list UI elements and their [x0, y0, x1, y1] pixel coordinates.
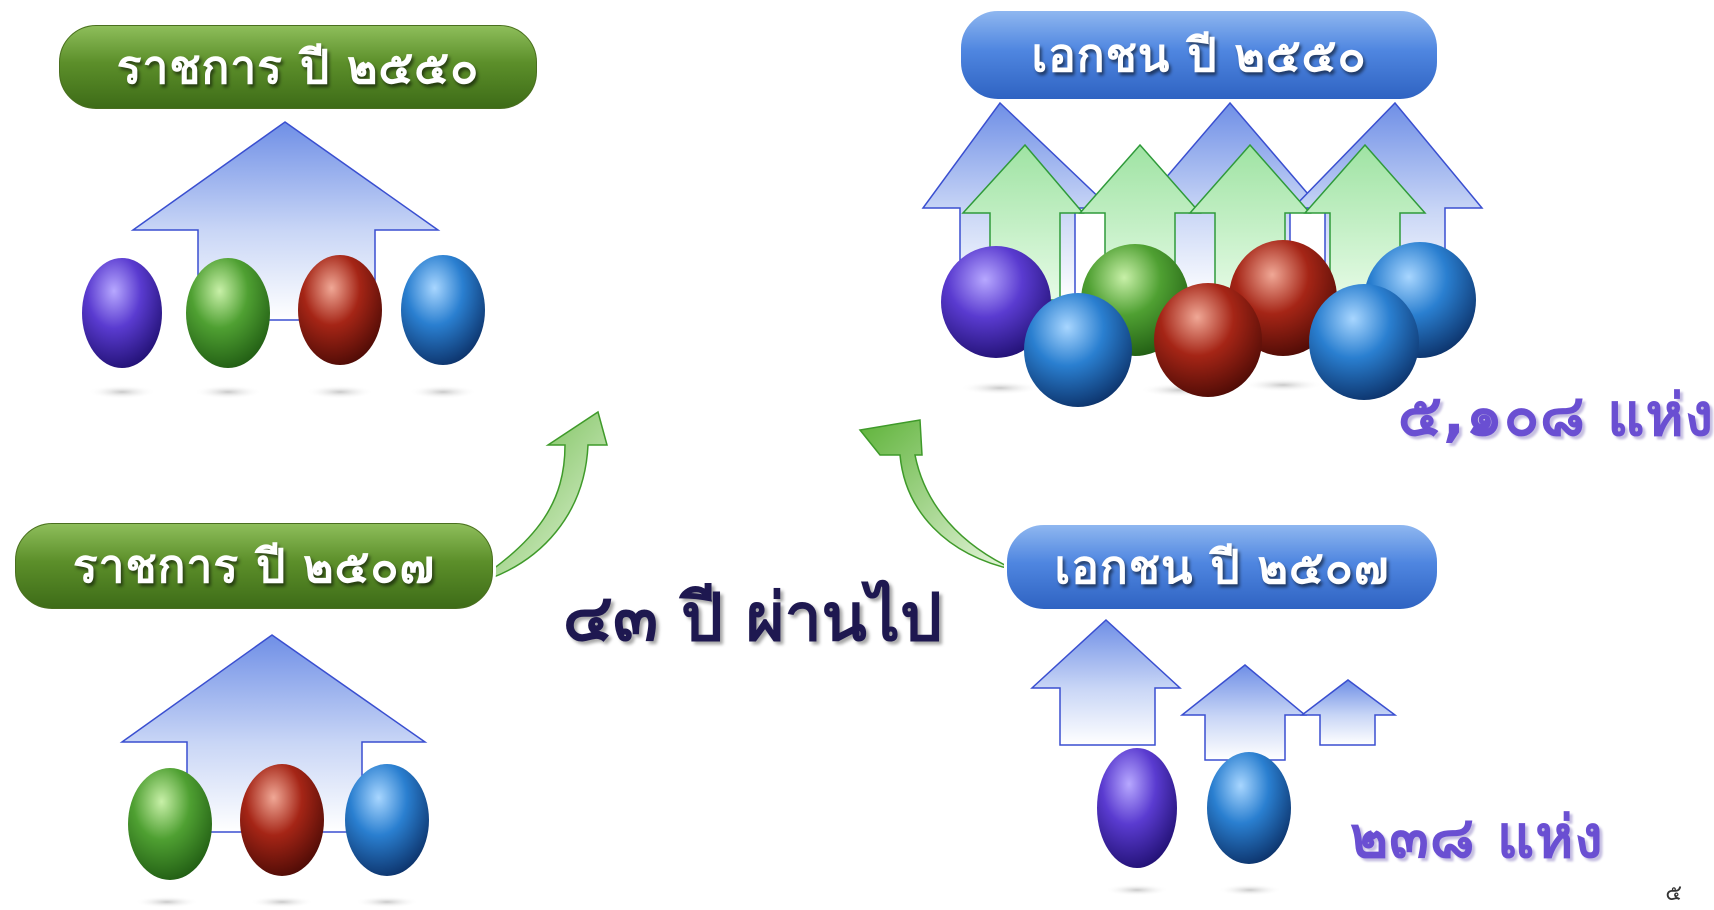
blue-sphere [1309, 284, 1419, 400]
private-2550-count: ๕,๑๐๘ แห่ง [1398, 381, 1714, 449]
sphere-shadow [355, 896, 419, 908]
green-sphere [128, 768, 212, 880]
private-2550-pill: เอกชน ปี ๒๕๕๐ [958, 8, 1449, 113]
blue-sphere [1207, 752, 1291, 864]
red-sphere [240, 764, 324, 876]
gov-2507-pill: ราชการ ปี ๒๕๐๗ [12, 520, 505, 623]
private-2507-arrow [1179, 664, 1308, 761]
private-2507-arrow [1299, 679, 1398, 746]
green-sphere [186, 258, 270, 368]
purple-sphere [1097, 748, 1177, 868]
private-2507-label: เอกชน ปี ๒๕๐๗ [1054, 539, 1390, 594]
private-2550-label: เอกชน ปี ๒๕๕๐ [1031, 27, 1367, 82]
sphere-shadow [1105, 884, 1169, 896]
sphere-shadow [960, 381, 1040, 395]
page-number: ๕ [1665, 881, 1682, 906]
curved-arrow-gov [469, 410, 608, 586]
sphere-shadow [250, 896, 314, 908]
curved-arrow-private [858, 419, 1016, 571]
gov-2507-label: ราชการ ปี ๒๕๐๗ [72, 538, 436, 593]
sphere-shadow [1218, 884, 1282, 896]
purple-sphere [82, 258, 162, 368]
private-2507-count: ๒๓๘ แห่ง [1350, 803, 1604, 871]
sphere-shadow [1243, 378, 1323, 392]
gov-2550-arrow [130, 121, 441, 321]
years-passed-label: ๔๓ ปี ผ่านไป [563, 579, 942, 656]
sphere-shadow [135, 896, 199, 908]
gov-2550-label: ราชการ ปี ๒๕๕๐ [116, 39, 480, 94]
blue-sphere [345, 764, 429, 876]
red-sphere [298, 255, 382, 365]
private-2507-pill: เอกชน ปี ๒๕๐๗ [1004, 522, 1449, 623]
blue-sphere [1024, 293, 1132, 407]
gov-2550-pill: ราชการ ปี ๒๕๕๐ [56, 22, 549, 123]
sphere-shadow [306, 385, 374, 399]
red-sphere [1154, 283, 1262, 397]
sphere-shadow [88, 385, 156, 399]
blue-sphere [401, 255, 485, 365]
private-2507-arrow [1030, 618, 1182, 746]
sphere-shadow [194, 385, 262, 399]
sphere-shadow [409, 385, 477, 399]
purple-sphere [941, 246, 1051, 358]
